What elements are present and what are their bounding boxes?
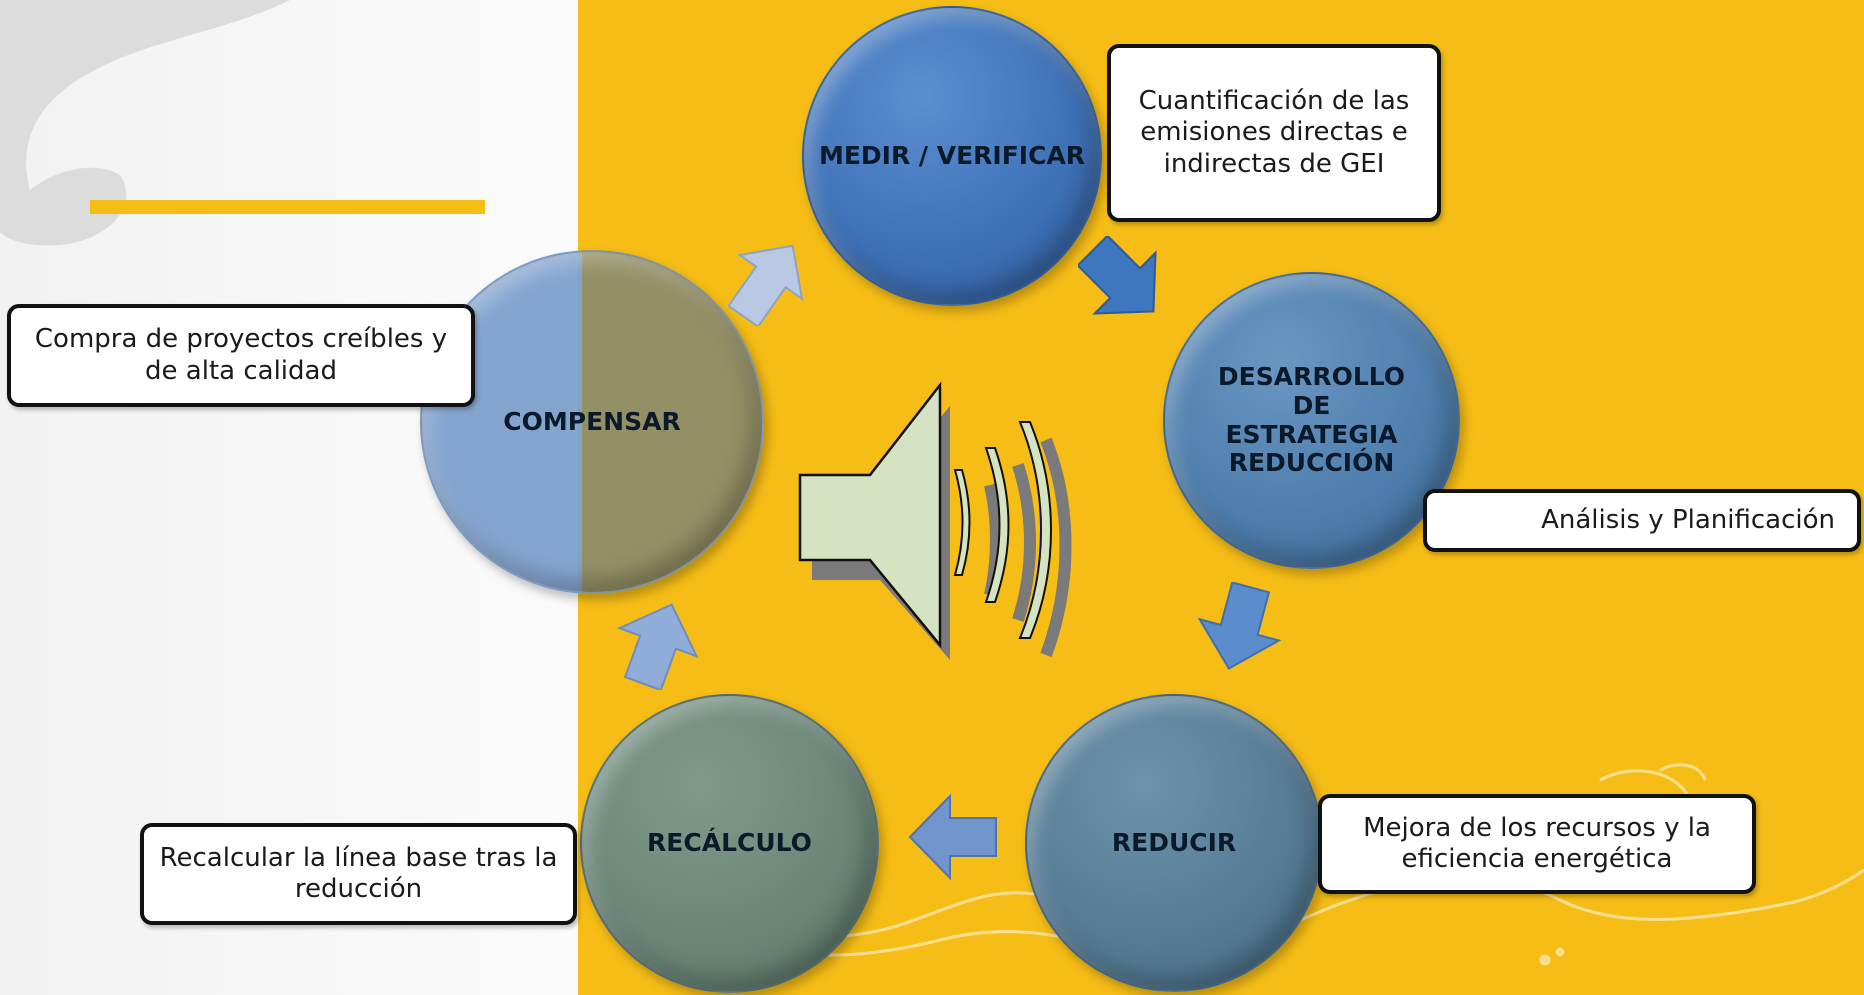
callout-mejora-text: Mejora de los recursos y la eficiencia e… bbox=[1363, 812, 1711, 874]
callout-cuantificacion: Cuantificación de las emisiones directas… bbox=[1107, 44, 1441, 222]
cycle-node-compensar-label: COMPENSAR bbox=[503, 406, 681, 436]
cycle-node-medir: MEDIR / VERIFICAR bbox=[802, 6, 1102, 306]
callout-recalcular-text: Recalcular la línea base tras la reducci… bbox=[159, 842, 558, 904]
cycle-node-recalculo: RECÁLCULO bbox=[580, 694, 879, 993]
callout-recalcular: Recalcular la línea base tras la reducci… bbox=[140, 823, 577, 925]
cycle-node-recalculo-label: RECÁLCULO bbox=[647, 828, 812, 858]
cycle-node-reducir: REDUCIR bbox=[1025, 694, 1323, 992]
callout-analisis-text: Análisis y Planificación bbox=[1541, 504, 1835, 535]
cycle-node-medir-label: MEDIR / VERIFICAR bbox=[818, 140, 1086, 170]
cycle-node-compensar: COMPENSAR bbox=[420, 250, 764, 594]
cycle-node-reducir-label: REDUCIR bbox=[1111, 827, 1237, 857]
swirl-decoration bbox=[0, 0, 290, 246]
callout-mejora: Mejora de los recursos y la eficiencia e… bbox=[1318, 794, 1756, 894]
speaker-icon bbox=[798, 381, 1072, 660]
callout-compra: Compra de proyectos creíbles y de alta c… bbox=[7, 304, 475, 407]
accent-bar bbox=[90, 200, 485, 214]
callout-analisis: Análisis y Planificación bbox=[1423, 489, 1861, 552]
cycle-node-desarrollo-label: DESARROLLO DE ESTRATEGIA REDUCCIÓN bbox=[1217, 362, 1406, 478]
callout-compra-text: Compra de proyectos creíbles y de alta c… bbox=[34, 324, 448, 386]
block-arrow-icon bbox=[908, 793, 997, 881]
block-arrow-icon bbox=[1197, 582, 1282, 670]
block-arrow-icon bbox=[616, 603, 699, 690]
callout-cuantificacion-text: Cuantificación de las emisiones directas… bbox=[1138, 86, 1410, 179]
block-arrow-icon bbox=[1078, 236, 1157, 315]
cycle-node-desarrollo: DESARROLLO DE ESTRATEGIA REDUCCIÓN bbox=[1163, 272, 1460, 569]
block-arrow-icon bbox=[728, 244, 804, 326]
